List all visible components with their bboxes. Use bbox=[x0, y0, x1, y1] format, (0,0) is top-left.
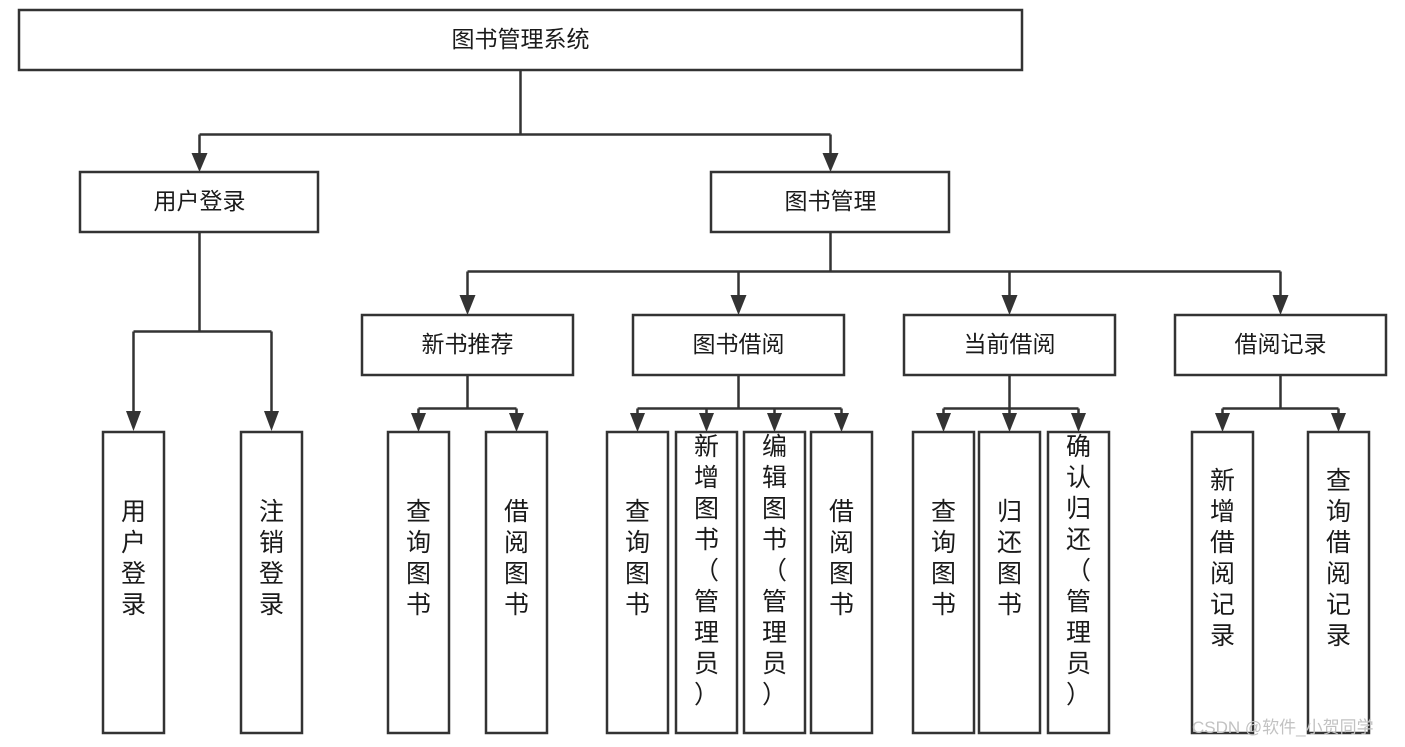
node-new-book-recommend-label: 新书推荐 bbox=[422, 331, 514, 357]
node-leaf-user-logout-label: 注销登录 bbox=[259, 498, 284, 619]
node-leaf-user-login-label: 用户登录 bbox=[121, 498, 146, 619]
node-leaf-user-login-box[interactable] bbox=[101, 430, 166, 735]
node-borrow-record-label: 借阅记录 bbox=[1235, 331, 1327, 357]
node-leaf-query-book-3[interactable]: 查询图书 bbox=[911, 430, 976, 735]
arrow-head-leaf-borrow-book-1 bbox=[509, 413, 524, 432]
node-leaf-confirm-return-box[interactable] bbox=[1046, 430, 1111, 735]
arrow-head-current-borrow bbox=[1001, 295, 1018, 315]
node-leaf-user-login[interactable]: 用户登录 bbox=[101, 430, 166, 735]
node-book-management-box[interactable] bbox=[709, 170, 951, 234]
arrow-head-leaf-borrow-book-2 bbox=[834, 413, 849, 432]
node-leaf-return-book-box[interactable] bbox=[977, 430, 1042, 735]
node-leaf-query-book-2-label: 查询图书 bbox=[625, 498, 650, 619]
node-leaf-return-book[interactable]: 归还图书 bbox=[977, 430, 1042, 735]
node-leaf-user-logout[interactable]: 注销登录 bbox=[239, 430, 304, 735]
arrow-head-leaf-user-logout bbox=[264, 411, 279, 431]
node-leaf-edit-book[interactable]: 编辑图书（管理员） bbox=[742, 430, 807, 735]
node-leaf-borrow-book-2-box[interactable] bbox=[809, 430, 874, 735]
arrow-head-book-borrow bbox=[730, 295, 747, 315]
connector-layer bbox=[126, 70, 1346, 432]
node-current-borrow-box[interactable] bbox=[902, 313, 1117, 377]
node-leaf-query-book-1[interactable]: 查询图书 bbox=[386, 430, 451, 735]
node-borrow-record-box[interactable] bbox=[1173, 313, 1388, 377]
node-user-login[interactable]: 用户登录 bbox=[78, 170, 320, 234]
arrow-head-leaf-add-record bbox=[1215, 413, 1230, 432]
arrow-head-borrow-record bbox=[1272, 295, 1289, 315]
node-book-management-label: 图书管理 bbox=[785, 188, 877, 214]
node-user-login-box[interactable] bbox=[78, 170, 320, 234]
node-leaf-query-book-2-box[interactable] bbox=[605, 430, 670, 735]
node-leaf-add-record-label: 新增借阅记录 bbox=[1210, 467, 1235, 650]
node-leaf-user-logout-box[interactable] bbox=[239, 430, 304, 735]
node-leaf-query-record[interactable]: 查询借阅记录 bbox=[1306, 430, 1371, 735]
node-leaf-confirm-return[interactable]: 确认归还（管理员） bbox=[1046, 430, 1111, 735]
node-user-login-label: 用户登录 bbox=[154, 188, 246, 214]
node-leaf-borrow-book-2-label: 借阅图书 bbox=[829, 498, 854, 619]
arrow-head-leaf-edit-book bbox=[767, 413, 782, 432]
node-root[interactable]: 图书管理系统 bbox=[17, 8, 1024, 72]
arrow-head-new-book-recommend bbox=[459, 295, 476, 315]
arrow-head-leaf-query-record bbox=[1331, 413, 1346, 432]
node-leaf-query-book-3-label: 查询图书 bbox=[931, 498, 956, 619]
node-leaf-query-book-3-box[interactable] bbox=[911, 430, 976, 735]
arrow-head-leaf-user-login bbox=[126, 411, 141, 431]
node-book-borrow-box[interactable] bbox=[631, 313, 846, 377]
node-leaf-add-record[interactable]: 新增借阅记录 bbox=[1190, 430, 1255, 735]
node-root-box[interactable] bbox=[17, 8, 1024, 72]
arrow-head-leaf-query-book-1 bbox=[411, 413, 426, 432]
node-leaf-borrow-book-1-label: 借阅图书 bbox=[504, 498, 529, 619]
node-leaf-query-book-1-label: 查询图书 bbox=[406, 498, 431, 619]
node-leaf-return-book-label: 归还图书 bbox=[997, 498, 1022, 619]
node-leaf-edit-book-box[interactable] bbox=[742, 430, 807, 735]
node-book-management[interactable]: 图书管理 bbox=[709, 170, 951, 234]
node-new-book-recommend-box[interactable] bbox=[360, 313, 575, 377]
node-root-label: 图书管理系统 bbox=[452, 26, 590, 52]
node-leaf-query-book-1-box[interactable] bbox=[386, 430, 451, 735]
node-leaf-add-record-box[interactable] bbox=[1190, 430, 1255, 735]
node-current-borrow[interactable]: 当前借阅 bbox=[902, 313, 1117, 377]
leaf-node-layer: 用户登录 注销登录 查询图书 借阅图书 查询图书 新增图书（管理员） 编辑图书（… bbox=[101, 430, 1371, 735]
arrow-head-leaf-query-book-2 bbox=[630, 413, 645, 432]
arrow-head-leaf-add-book bbox=[699, 413, 714, 432]
node-leaf-borrow-book-2[interactable]: 借阅图书 bbox=[809, 430, 874, 735]
node-leaf-borrow-book-1[interactable]: 借阅图书 bbox=[484, 430, 549, 735]
arrow-head-leaf-confirm-return bbox=[1071, 413, 1086, 432]
node-leaf-confirm-return-label: 确认归还（管理员） bbox=[1066, 433, 1091, 709]
node-leaf-borrow-book-1-box[interactable] bbox=[484, 430, 549, 735]
node-leaf-add-book[interactable]: 新增图书（管理员） bbox=[674, 430, 739, 735]
node-borrow-record[interactable]: 借阅记录 bbox=[1173, 313, 1388, 377]
node-new-book-recommend[interactable]: 新书推荐 bbox=[360, 313, 575, 377]
node-book-borrow[interactable]: 图书借阅 bbox=[631, 313, 846, 377]
node-leaf-query-record-label: 查询借阅记录 bbox=[1326, 467, 1351, 650]
node-leaf-add-book-label: 新增图书（管理员） bbox=[694, 433, 719, 709]
node-leaf-query-record-box[interactable] bbox=[1306, 430, 1371, 735]
arrow-head-book-management bbox=[822, 153, 839, 172]
node-current-borrow-label: 当前借阅 bbox=[964, 331, 1056, 357]
node-book-borrow-label: 图书借阅 bbox=[693, 331, 785, 357]
arrow-head-leaf-query-book-3 bbox=[936, 413, 951, 432]
node-leaf-add-book-box[interactable] bbox=[674, 430, 739, 735]
arrow-head-user-login bbox=[191, 153, 208, 172]
node-leaf-query-book-2[interactable]: 查询图书 bbox=[605, 430, 670, 735]
csdn-watermark: CSDN @软件_小贺同学 bbox=[1192, 718, 1374, 737]
arrow-head-leaf-return-book bbox=[1002, 413, 1017, 432]
node-leaf-edit-book-label: 编辑图书（管理员） bbox=[762, 433, 787, 709]
